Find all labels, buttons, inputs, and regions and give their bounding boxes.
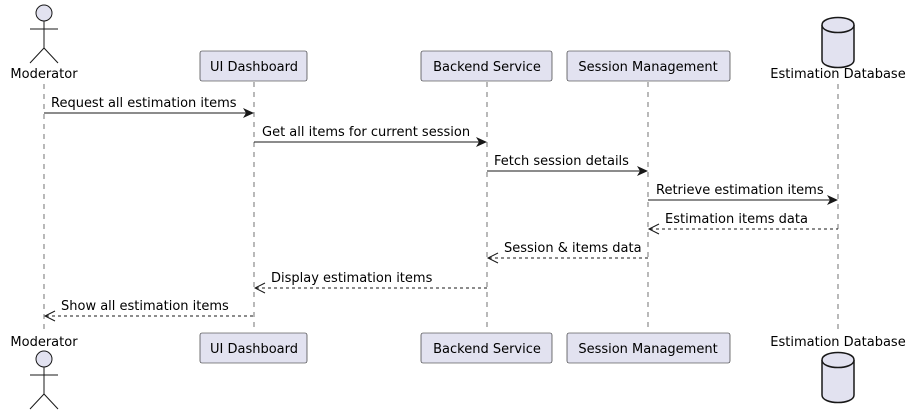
message-6: Session & items data	[486, 241, 648, 264]
arrow-head	[43, 310, 56, 322]
participants-bottom: Moderator UI Dashboard Backend Service S…	[10, 332, 906, 410]
arrow-head	[476, 137, 487, 147]
message-3: Fetch session details	[487, 154, 648, 176]
database-estimation-bottom: Estimation Database	[770, 335, 906, 404]
lifelines	[43, 82, 839, 332]
participant-box	[566, 50, 731, 82]
arrow-head	[647, 223, 660, 235]
messages: Request all estimation items Get all ite…	[43, 96, 838, 322]
participant-label-backend-service: Backend Service	[433, 60, 541, 75]
participants-top: Moderator UI Dashboard Backend Service S…	[10, 4, 906, 82]
actor-left-leg	[29, 393, 45, 410]
arrow-head	[243, 108, 254, 118]
arrow-head	[253, 282, 266, 294]
arrow-head	[637, 166, 648, 176]
actor-right-leg	[43, 393, 59, 410]
arrow-head	[827, 195, 838, 205]
message-label: Show all estimation items	[61, 299, 229, 314]
participant-label-backend-service: Backend Service	[433, 342, 541, 357]
message-2: Get all items for current session	[254, 125, 487, 147]
participant-label-estimation-database: Estimation Database	[770, 335, 905, 350]
message-label: Request all estimation items	[51, 96, 237, 111]
database-icon-rim	[821, 359, 855, 369]
participant-box	[199, 332, 308, 364]
database-icon-rim	[821, 24, 855, 34]
participant-box	[420, 332, 553, 364]
participant-label-ui-dashboard: UI Dashboard	[210, 342, 298, 357]
actor-icon	[35, 4, 53, 22]
actor-icon	[35, 350, 53, 368]
participant-label-moderator: Moderator	[10, 335, 78, 350]
message-label: Retrieve estimation items	[656, 183, 824, 198]
arrow-head	[486, 252, 499, 264]
message-label: Display estimation items	[271, 271, 433, 286]
message-label: Fetch session details	[494, 154, 629, 169]
message-label: Estimation items data	[665, 212, 808, 227]
database-estimation-top: Estimation Database	[770, 16, 906, 82]
participant-box	[420, 50, 553, 82]
message-4: Retrieve estimation items	[648, 183, 838, 205]
participant-label-estimation-database: Estimation Database	[770, 67, 905, 82]
participant-box	[566, 332, 731, 364]
participant-ui-dashboard-bottom: UI Dashboard	[199, 332, 308, 364]
participant-ui-dashboard-top: UI Dashboard	[199, 50, 308, 82]
message-8: Show all estimation items	[43, 299, 254, 322]
participant-label-ui-dashboard: UI Dashboard	[210, 60, 298, 75]
message-label: Get all items for current session	[262, 125, 470, 140]
participant-backend-service-bottom: Backend Service	[420, 332, 553, 364]
message-1: Request all estimation items	[44, 96, 254, 118]
message-5: Estimation items data	[647, 212, 838, 235]
participant-box	[199, 50, 308, 82]
participant-label-moderator: Moderator	[10, 67, 78, 82]
participant-session-management-top: Session Management	[566, 50, 731, 82]
actor-moderator-top: Moderator	[10, 4, 78, 82]
actor-left-leg	[29, 47, 45, 64]
participant-session-management-bottom: Session Management	[566, 332, 731, 364]
message-7: Display estimation items	[253, 271, 487, 294]
participant-backend-service-top: Backend Service	[420, 50, 553, 82]
participant-label-session-management: Session Management	[578, 342, 717, 357]
participant-label-session-management: Session Management	[578, 60, 717, 75]
actor-moderator-bottom: Moderator	[10, 335, 78, 410]
actor-right-leg	[43, 47, 59, 64]
message-label: Session & items data	[504, 241, 642, 256]
